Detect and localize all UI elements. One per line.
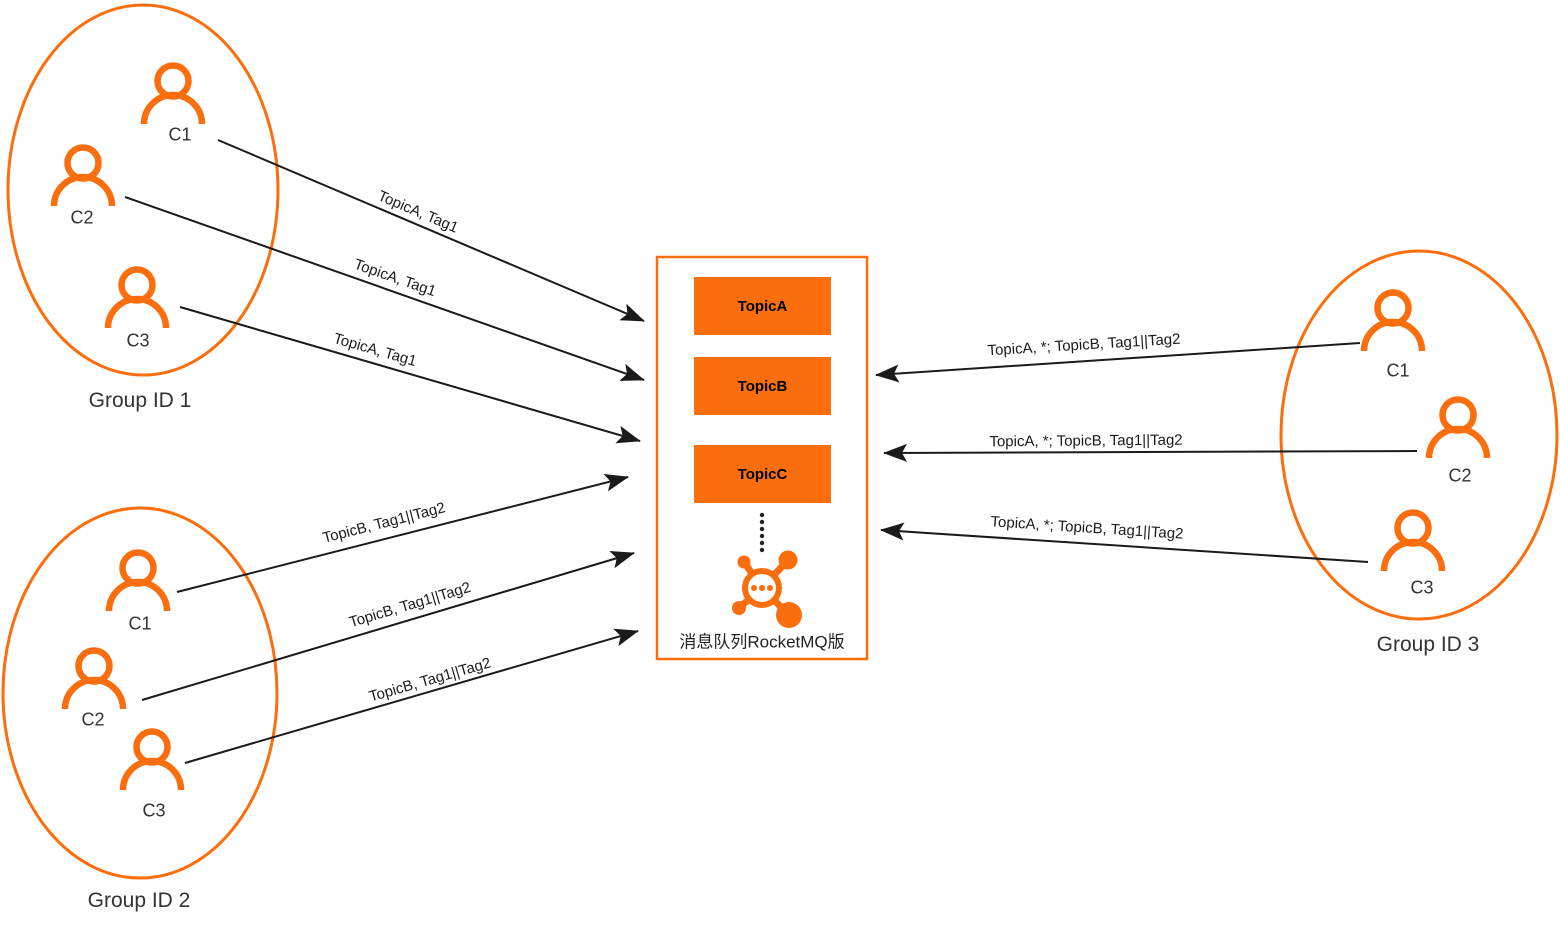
arrow-group3-c1 (875, 342, 1361, 383)
consumer-label: C1 (168, 124, 192, 145)
arrow-group2-c1 (176, 473, 629, 593)
rocketmq-icon (732, 550, 802, 628)
group-1-label: Group ID 1 (88, 389, 192, 412)
consumer-label: C3 (126, 330, 150, 351)
person-icon (65, 651, 123, 710)
person-icon (144, 66, 202, 125)
consumer-label: C2 (81, 709, 105, 730)
arrow-group3-c2 (883, 443, 1418, 462)
person-icon (1364, 293, 1422, 352)
arrow-group3-c3 (880, 522, 1369, 563)
group-1-ellipse (6, 3, 280, 377)
consumer-label: C2 (1448, 465, 1472, 486)
person-icon (109, 553, 167, 612)
topic-label: TopicB (737, 377, 788, 395)
person-icon (1429, 400, 1487, 459)
arrow-group2-c2 (141, 550, 635, 701)
ellipsis-dots (759, 512, 765, 553)
arrow-group2-c3 (184, 628, 639, 764)
person-icon (1384, 513, 1442, 572)
arrow-group1-c1 (217, 139, 645, 322)
person-icon (123, 732, 181, 791)
consumer-label: C2 (70, 207, 94, 228)
group-2-ellipse (1, 506, 279, 880)
topic-box-a: TopicA (694, 277, 831, 335)
group-2-label: Group ID 2 (87, 889, 191, 912)
consumer-label: C1 (128, 613, 152, 634)
group-3-ellipse (1279, 249, 1559, 621)
arrow-group1-c3 (179, 306, 641, 444)
consumer-label: C1 (1386, 360, 1410, 381)
topic-box-b: TopicB (694, 357, 831, 415)
broker-label: 消息队列RocketMQ版 (679, 632, 845, 652)
consumer-label: C3 (1410, 577, 1434, 598)
person-icon (54, 148, 112, 207)
arrow-group1-c2 (124, 196, 645, 381)
topic-label: TopicC (737, 465, 788, 483)
group-3-label: Group ID 3 (1376, 633, 1480, 656)
topic-box-c: TopicC (694, 445, 831, 503)
person-icon (108, 270, 166, 329)
edge-label: TopicA, *; TopicB, Tag1||Tag2 (989, 431, 1183, 451)
topic-label: TopicA (737, 297, 788, 315)
consumer-label: C3 (142, 800, 166, 821)
